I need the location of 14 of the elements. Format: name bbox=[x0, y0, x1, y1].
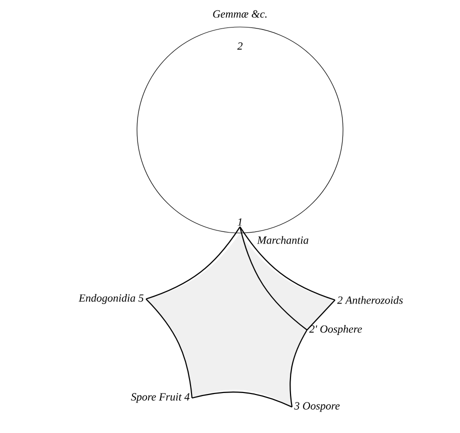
text-label: Gemmæ &c. bbox=[213, 10, 266, 18]
vertex-label: 1 bbox=[238, 218, 242, 226]
curved-line bbox=[146, 226, 240, 300]
vertex-label: Endogonidia 5 bbox=[78, 294, 144, 304]
curved-line bbox=[306, 300, 336, 330]
text-label: Marchantia bbox=[257, 236, 308, 244]
vertex-label: 3 Oospore bbox=[294, 402, 340, 412]
vertex-label: Spore Fruit 4 bbox=[131, 393, 190, 403]
vertex-label: 2 Antherozoids bbox=[337, 296, 403, 304]
curved-line bbox=[290, 330, 308, 408]
curved-line bbox=[146, 298, 193, 398]
curved-line bbox=[240, 226, 336, 301]
curved-line bbox=[239, 226, 308, 330]
curved-line bbox=[192, 391, 292, 408]
